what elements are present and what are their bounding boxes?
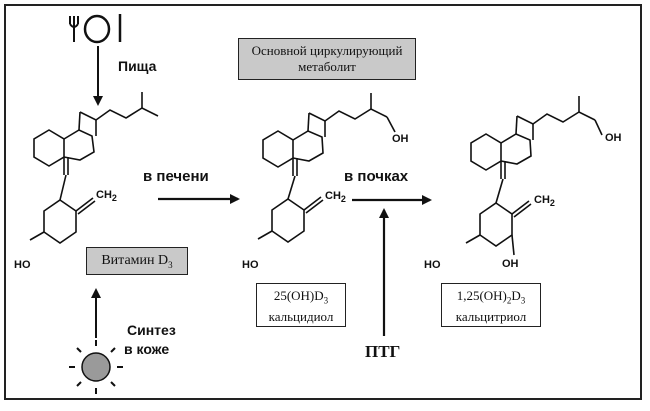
box-calcidiol: 25(OH)D3 кальцидиол (256, 283, 346, 327)
box-main-metabolite-line1: Основной циркулирующий (251, 43, 403, 58)
label-ch2-1: CH2 (96, 189, 117, 204)
box-main-metabolite-line2: метаболит (298, 59, 356, 74)
diagram-frame (4, 4, 642, 400)
box-calcidiol-name: кальцидиол (268, 308, 334, 324)
label-oh-2: OH (392, 133, 409, 145)
fork-plate-knife-icon (69, 14, 122, 44)
box-vitamin-d3: Витамин D3 (86, 247, 188, 275)
label-ch2-2: CH2 (325, 190, 346, 205)
label-liver: в печени (143, 168, 209, 185)
label-synthesis-1: Синтез (127, 322, 176, 338)
molecule-calcidiol (257, 93, 396, 243)
label-ho-2: HO (242, 259, 259, 271)
molecule-calcitriol (465, 96, 603, 256)
label-kidneys: в почках (344, 168, 409, 185)
box-calcitriol-name: кальцитриол (455, 308, 527, 324)
box-calcitriol: 1,25(OH)2D3 кальцитриол (441, 283, 541, 327)
label-oh-3b: OH (502, 258, 519, 270)
box-calcidiol-formula: 25(OH)D3 (273, 288, 329, 306)
label-pth: ПТГ (365, 342, 401, 361)
label-ho-3: HO (424, 259, 441, 271)
label-synthesis-2: в коже (124, 341, 170, 357)
sun-icon (69, 340, 123, 394)
box-main-metabolite: Основной циркулирующий метаболит (238, 38, 416, 80)
label-ch2-3: CH2 (534, 194, 555, 209)
label-food: Пища (118, 58, 157, 74)
molecule-vitamin-d3 (29, 92, 159, 244)
label-oh-3a: OH (605, 132, 622, 144)
label-ho-1: HO (14, 259, 31, 271)
box-calcitriol-formula: 1,25(OH)2D3 (456, 288, 526, 306)
